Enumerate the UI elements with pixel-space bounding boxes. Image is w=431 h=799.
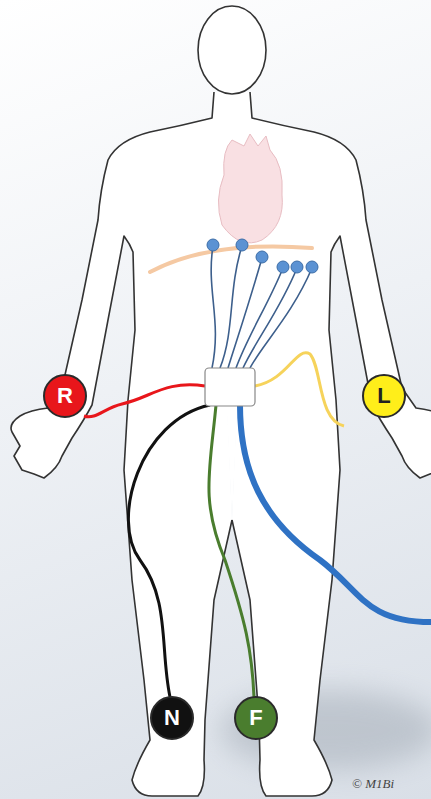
head-outline	[198, 6, 266, 94]
electrode-letter: R	[57, 385, 73, 407]
copyright-mark: © M1Bi	[352, 776, 394, 792]
heart	[218, 134, 282, 243]
shadow	[220, 690, 431, 770]
left-arm-electrode: L	[362, 374, 406, 418]
body-outline	[11, 92, 232, 796]
junction-box	[205, 368, 255, 406]
right-arm-electrode: R	[43, 374, 87, 418]
chest-electrodes	[207, 239, 318, 273]
black-wire	[128, 405, 210, 697]
neutral-electrode: N	[150, 696, 194, 740]
main-cable	[240, 405, 431, 622]
foot-electrode: F	[234, 696, 278, 740]
chest-wires	[211, 246, 312, 368]
yellow-wire	[255, 353, 344, 426]
body-fill	[11, 92, 232, 796]
electrode-letter: N	[164, 707, 180, 729]
green-wire	[209, 405, 254, 697]
electrode-letter: L	[377, 385, 390, 407]
rib-line	[150, 246, 312, 272]
electrode-letter: F	[249, 707, 262, 729]
